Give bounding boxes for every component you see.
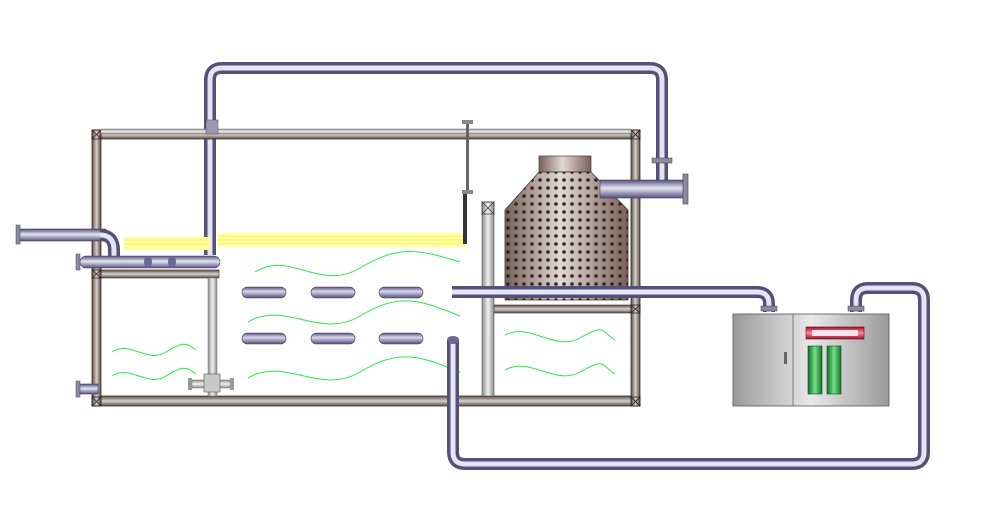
left-chamber-pipe bbox=[188, 277, 234, 397]
scum-layer bbox=[124, 233, 466, 250]
feed-pipe-to-cabinet bbox=[452, 286, 778, 312]
lower-outlet-stub bbox=[75, 380, 99, 398]
diffuser-row-2 bbox=[241, 332, 424, 345]
control-cabinet bbox=[732, 313, 890, 407]
bottom-return-pipe bbox=[447, 282, 930, 470]
diffuser-row-1 bbox=[241, 286, 424, 299]
water-waves bbox=[111, 251, 616, 381]
aeration-diffusers bbox=[241, 286, 424, 345]
tower-outlet-pipe bbox=[599, 157, 689, 205]
top-return-pipe bbox=[204, 62, 668, 255]
distribution-pipe bbox=[75, 253, 221, 271]
tank-bottom-beam bbox=[91, 395, 641, 407]
perforated-tower bbox=[504, 155, 629, 301]
indicator-green-left bbox=[807, 345, 823, 395]
tank-left-shelf bbox=[100, 269, 220, 279]
skimmer-assembly bbox=[100, 119, 632, 244]
inlet-pipe bbox=[15, 224, 120, 262]
tank-right-wall bbox=[630, 129, 641, 407]
indicator-green-right bbox=[826, 345, 842, 395]
tank-right-shelf bbox=[493, 304, 632, 314]
divider-column bbox=[481, 201, 495, 397]
